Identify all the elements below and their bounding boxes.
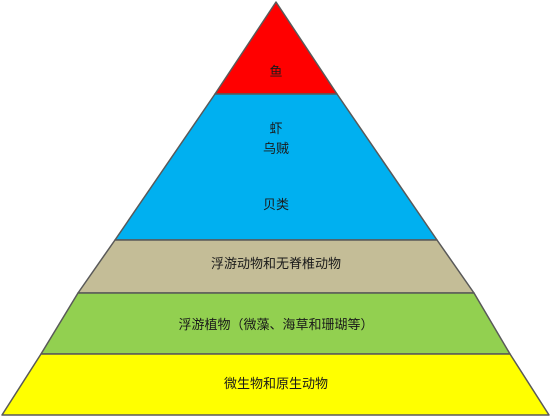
layer-microbes: 微生物和原生动物 — [1, 353, 550, 416]
layer-fish-shape — [214, 1, 338, 95]
layer-shellfish-label: 贝类 — [263, 198, 289, 213]
layer-shrimp-squid-shellfish-shape — [114, 93, 438, 241]
layer-shrimp-label: 虾 — [269, 122, 282, 137]
layer-squid-label: 乌贼 — [263, 141, 289, 157]
layer-shrimp-squid-shellfish: 虾 乌贼 贝类 — [114, 93, 438, 241]
layer-phytoplankton-label: 浮游植物（微藻、海草和珊瑚等） — [178, 317, 373, 333]
layer-microbes-shape — [1, 353, 550, 416]
layer-phytoplankton: 浮游植物（微藻、海草和珊瑚等） — [40, 292, 511, 355]
layer-fish: 鱼 — [214, 1, 338, 95]
layer-fish-label: 鱼 — [269, 64, 282, 80]
layer-zooplankton: 浮游动物和无脊椎动物 — [77, 239, 475, 294]
layer-microbes-label: 微生物和原生动物 — [224, 377, 328, 392]
layer-zooplankton-label: 浮游动物和无脊椎动物 — [211, 257, 341, 272]
